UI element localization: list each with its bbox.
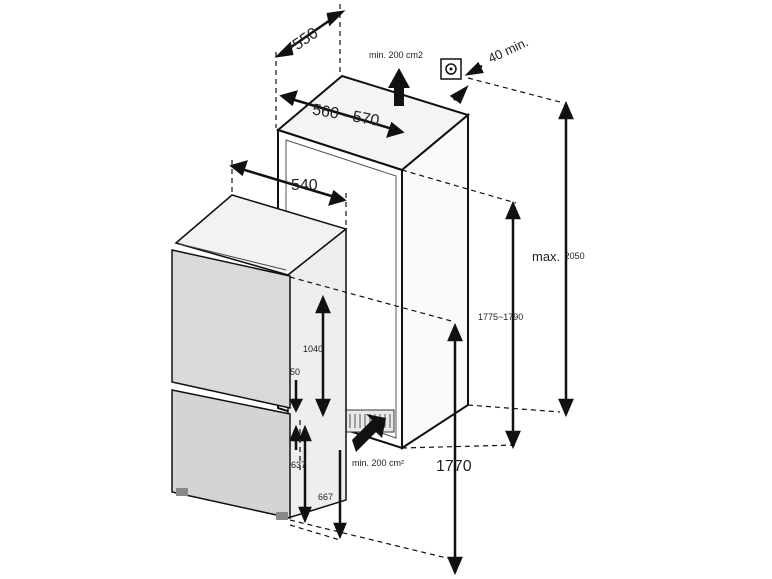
arrow-up-icon — [388, 68, 410, 106]
dimension-arrows — [229, 10, 574, 576]
label-max-value: 2050 — [565, 251, 585, 261]
appliance-outline — [171, 194, 348, 520]
label-vent-top-area: min. 200 cm2 — [369, 50, 423, 60]
label-max-height: max. 2050 — [532, 248, 585, 265]
lower-door — [171, 389, 291, 519]
upper-door — [171, 249, 291, 409]
label-door-lower-b: 667 — [318, 492, 333, 502]
label-gap-top: 40 min. — [486, 34, 531, 66]
label-max-prefix: max. — [532, 249, 560, 264]
label-vent-bottom-area: min. 200 cm² — [352, 458, 404, 468]
arrow-diagonal-icon — [352, 414, 386, 452]
label-door-lower-a: 637 — [291, 460, 306, 470]
label-appliance-width: 540 — [291, 177, 318, 194]
label-gap-door: 50 — [290, 367, 300, 377]
label-door-upper: 1040 — [303, 344, 323, 354]
label-niche-height: 1775~1790 — [478, 312, 523, 322]
socket-icon — [440, 58, 462, 80]
label-appliance-height: 1770 — [436, 458, 472, 475]
